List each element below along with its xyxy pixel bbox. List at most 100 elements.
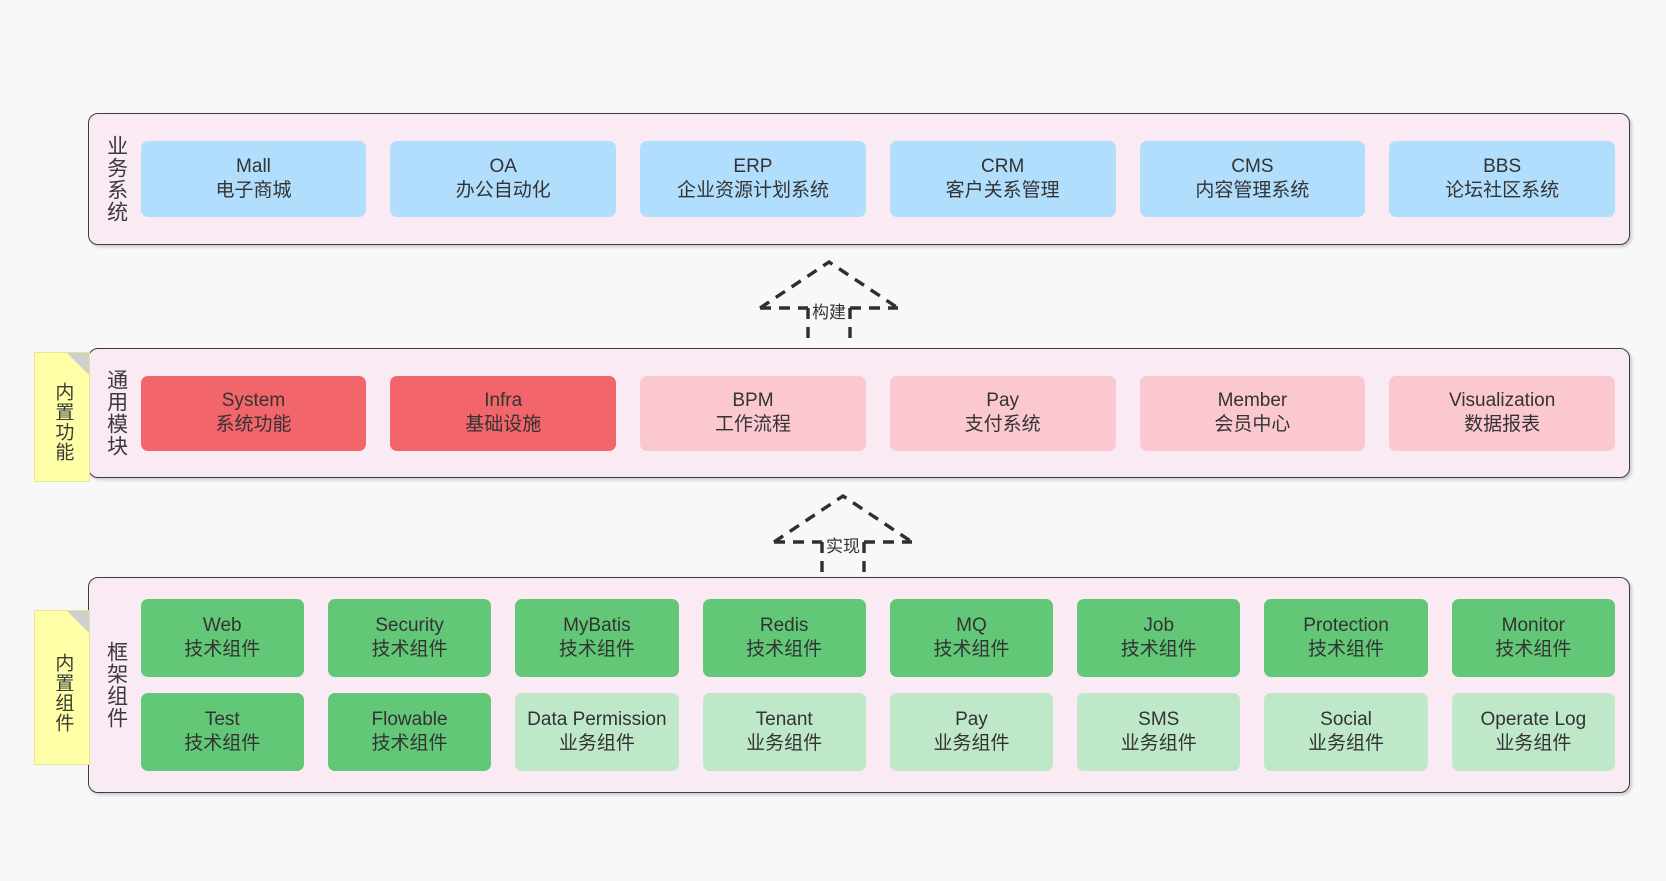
card-web[interactable]: Web 技术组件 bbox=[140, 599, 304, 677]
card-title: BBS bbox=[1483, 156, 1522, 178]
sticky-note-builtin-function: 内置功能 bbox=[34, 352, 90, 482]
card-title: SMS bbox=[1138, 709, 1180, 731]
card-test[interactable]: Test 技术组件 bbox=[140, 693, 304, 771]
card-row: System 系统功能 Infra 基础设施 BPM 工作流程 Pay 支付系统… bbox=[140, 375, 1616, 451]
card-protection[interactable]: Protection 技术组件 bbox=[1264, 599, 1428, 677]
card-subtitle: 技术组件 bbox=[184, 639, 261, 660]
card-erp[interactable]: ERP 企业资源计划系统 bbox=[640, 141, 866, 217]
card-tenant[interactable]: Tenant 业务组件 bbox=[702, 693, 866, 771]
card-subtitle: 业务组件 bbox=[746, 733, 823, 754]
card-operate-log[interactable]: Operate Log 业务组件 bbox=[1451, 693, 1615, 771]
card-title: Monitor bbox=[1501, 615, 1566, 637]
card-bbs[interactable]: BBS 论坛社区系统 bbox=[1389, 141, 1616, 217]
card-oa[interactable]: OA 办公自动化 bbox=[390, 141, 617, 217]
card-social[interactable]: Social 业务组件 bbox=[1264, 693, 1428, 771]
sticky-fold-corner-icon bbox=[67, 611, 89, 633]
card-title: Test bbox=[204, 709, 240, 731]
card-sms[interactable]: SMS 业务组件 bbox=[1077, 693, 1241, 771]
layer-body-business-system: Mall 电子商城 OA 办公自动化 ERP 企业资源计划系统 CRM 客户关系… bbox=[135, 141, 1629, 217]
card-job[interactable]: Job 技术组件 bbox=[1077, 599, 1241, 677]
card-security[interactable]: Security 技术组件 bbox=[327, 599, 492, 677]
card-title: CMS bbox=[1231, 156, 1274, 178]
card-title: Tenant bbox=[755, 709, 813, 731]
card-subtitle: 论坛社区系统 bbox=[1445, 180, 1560, 201]
card-title: ERP bbox=[733, 156, 773, 178]
card-subtitle: 业务组件 bbox=[933, 733, 1010, 754]
card-subtitle: 工作流程 bbox=[714, 414, 791, 435]
card-subtitle: 技术组件 bbox=[371, 733, 448, 754]
card-mybatis[interactable]: MyBatis 技术组件 bbox=[515, 599, 679, 677]
sticky-note-builtin-component: 内置组件 bbox=[34, 610, 90, 765]
card-data-permission[interactable]: Data Permission 业务组件 bbox=[515, 693, 679, 771]
card-subtitle: 电子商城 bbox=[215, 180, 292, 201]
card-title: Data Permission bbox=[527, 709, 667, 731]
card-subtitle: 技术组件 bbox=[1120, 639, 1197, 660]
card-crm[interactable]: CRM 客户关系管理 bbox=[889, 141, 1116, 217]
card-row: Web 技术组件 Security 技术组件 MyBatis 技术组件 Redi… bbox=[140, 599, 1615, 677]
card-subtitle: 技术组件 bbox=[933, 639, 1010, 660]
sticky-note-label: 内置组件 bbox=[52, 652, 74, 733]
layer-title-common-module: 通用模块 bbox=[104, 369, 128, 457]
card-subtitle: 技术组件 bbox=[184, 733, 261, 754]
card-subtitle: 业务组件 bbox=[1120, 733, 1197, 754]
sticky-fold-corner-icon bbox=[67, 353, 89, 375]
card-subtitle: 业务组件 bbox=[1495, 733, 1572, 754]
card-redis[interactable]: Redis 技术组件 bbox=[702, 599, 866, 677]
card-title: System bbox=[221, 390, 286, 412]
card-title: Pay bbox=[986, 390, 1020, 412]
card-title: Pay bbox=[955, 709, 988, 731]
card-flowable[interactable]: Flowable 技术组件 bbox=[327, 693, 492, 771]
connector-label-implement: 实现 bbox=[824, 532, 862, 557]
layer-body-common-module: System 系统功能 Infra 基础设施 BPM 工作流程 Pay 支付系统… bbox=[135, 375, 1629, 451]
card-title: Infra bbox=[484, 390, 523, 412]
card-title: Protection bbox=[1303, 615, 1389, 637]
card-title: BPM bbox=[732, 390, 774, 412]
layer-framework-component: 框架组件 Web 技术组件 Security 技术组件 MyBatis 技术组件… bbox=[88, 577, 1630, 793]
card-title: OA bbox=[489, 156, 517, 178]
card-subtitle: 数据报表 bbox=[1464, 414, 1541, 435]
sticky-note-label: 内置功能 bbox=[52, 382, 74, 462]
card-subtitle: 会员中心 bbox=[1214, 414, 1291, 435]
card-subtitle: 业务组件 bbox=[558, 733, 635, 754]
card-subtitle: 内容管理系统 bbox=[1195, 180, 1310, 201]
layer-business-system: 业务系统 Mall 电子商城 OA 办公自动化 ERP 企业资源计划系统 CRM… bbox=[88, 113, 1630, 245]
connector-label-build: 构建 bbox=[810, 298, 848, 323]
card-row: Mall 电子商城 OA 办公自动化 ERP 企业资源计划系统 CRM 客户关系… bbox=[140, 141, 1616, 217]
card-title: MQ bbox=[956, 615, 987, 637]
card-system[interactable]: System 系统功能 bbox=[140, 375, 367, 451]
card-subtitle: 业务组件 bbox=[1308, 733, 1385, 754]
card-subtitle: 客户关系管理 bbox=[945, 180, 1060, 201]
card-title: Redis bbox=[759, 615, 809, 637]
card-monitor[interactable]: Monitor 技术组件 bbox=[1451, 599, 1615, 677]
card-subtitle: 办公自动化 bbox=[455, 180, 551, 201]
connector-implement: 实现 bbox=[770, 492, 916, 580]
card-mq[interactable]: MQ 技术组件 bbox=[889, 599, 1054, 677]
card-row: Test 技术组件 Flowable 技术组件 Data Permission … bbox=[140, 693, 1615, 771]
card-pay-module[interactable]: Pay 支付系统 bbox=[889, 375, 1116, 451]
card-subtitle: 技术组件 bbox=[746, 639, 823, 660]
card-subtitle: 技术组件 bbox=[371, 639, 448, 660]
connector-build: 构建 bbox=[756, 258, 902, 346]
card-bpm[interactable]: BPM 工作流程 bbox=[640, 375, 866, 451]
card-title: Security bbox=[375, 615, 444, 637]
layer-title-business-system: 业务系统 bbox=[104, 135, 128, 223]
card-subtitle: 技术组件 bbox=[1495, 639, 1572, 660]
card-title: Mall bbox=[236, 156, 271, 178]
card-title: Web bbox=[202, 615, 242, 637]
card-title: MyBatis bbox=[563, 615, 631, 637]
card-title: Flowable bbox=[371, 709, 448, 731]
card-visualization[interactable]: Visualization 数据报表 bbox=[1389, 375, 1616, 451]
card-infra[interactable]: Infra 基础设施 bbox=[390, 375, 617, 451]
card-pay-component[interactable]: Pay 业务组件 bbox=[889, 693, 1054, 771]
layer-body-framework-component: Web 技术组件 Security 技术组件 MyBatis 技术组件 Redi… bbox=[135, 599, 1629, 771]
card-subtitle: 技术组件 bbox=[558, 639, 635, 660]
card-title: Operate Log bbox=[1480, 709, 1587, 731]
card-subtitle: 系统功能 bbox=[215, 414, 292, 435]
layer-common-module: 通用模块 System 系统功能 Infra 基础设施 BPM 工作流程 Pay… bbox=[88, 348, 1630, 478]
card-title: Social bbox=[1320, 709, 1372, 731]
card-cms[interactable]: CMS 内容管理系统 bbox=[1139, 141, 1366, 217]
card-mall[interactable]: Mall 电子商城 bbox=[140, 141, 367, 217]
card-title: CRM bbox=[981, 156, 1025, 178]
card-title: Member bbox=[1217, 390, 1288, 412]
card-member[interactable]: Member 会员中心 bbox=[1139, 375, 1366, 451]
